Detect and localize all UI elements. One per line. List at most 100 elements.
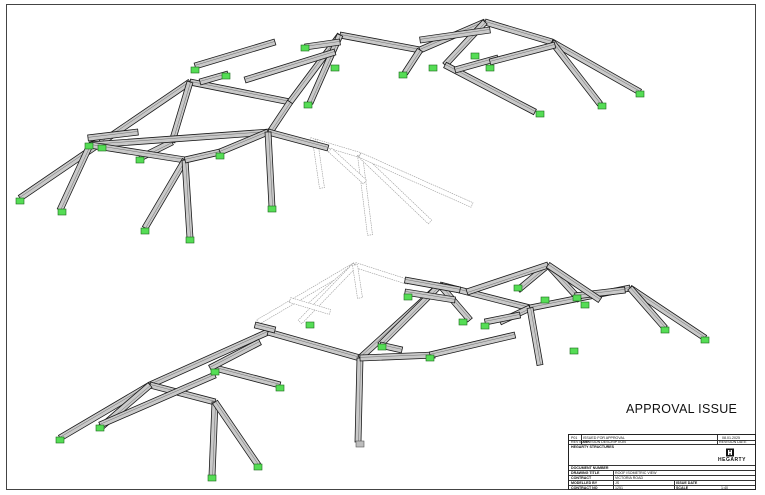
steel-beam (193, 38, 277, 70)
beam-flange-line (150, 384, 216, 402)
beam-flange-line (359, 354, 435, 358)
ghost-member (312, 139, 325, 189)
base-plate (425, 354, 435, 362)
revision-header-row (569, 440, 755, 445)
revision-date-header: REVISION DATE (719, 440, 747, 445)
base-plate (215, 152, 225, 160)
steel-beam (627, 285, 668, 331)
grid-line (569, 470, 755, 471)
ghost-member (358, 152, 474, 208)
base-plate (398, 71, 408, 79)
base-plate (305, 321, 315, 329)
base-plate (253, 463, 263, 471)
beam-flange-line (219, 131, 268, 152)
contract-number: 1251 (615, 485, 623, 490)
beam-flange-line (419, 29, 490, 40)
beam-flange-line (190, 81, 291, 102)
beam-flange-line (574, 289, 625, 296)
base-plate (207, 474, 217, 482)
beam-flange-line (484, 314, 520, 322)
beam-flange-line (19, 81, 190, 198)
base-plate (635, 90, 645, 98)
ghost-member (256, 262, 357, 325)
base-plate (15, 197, 25, 205)
base-plate (140, 227, 150, 235)
contract-number-label: CONTRACT NO (571, 485, 598, 490)
base-plate (95, 424, 105, 432)
steel-beam (453, 54, 500, 74)
beam-flange-line (304, 41, 340, 47)
beam-flange-line (445, 64, 536, 112)
logo-mark (726, 448, 734, 457)
base-plate (135, 156, 145, 164)
beam-flange-line (89, 131, 270, 145)
beam-flange-line (255, 324, 276, 330)
beam-flange-line (268, 131, 329, 148)
steel-beam (443, 61, 537, 116)
base-plate (700, 336, 710, 344)
beam-flange-line (310, 35, 341, 104)
sheet-border (6, 4, 756, 490)
logo-text: HEGARTY (718, 456, 746, 463)
beam-flange-line (212, 402, 216, 477)
base-plate (480, 322, 490, 330)
beam-flange-line (358, 358, 361, 443)
title-block: P01 ISSUED FOR APPROVAL 08.01.2025 REV M… (568, 434, 756, 490)
steel-beam (87, 128, 139, 142)
ghost-member (308, 137, 362, 158)
base-plate (572, 294, 582, 302)
beam-flange-line (215, 401, 259, 465)
revision-date: 08.01.2025 (722, 435, 740, 440)
beam-flange-line (209, 341, 260, 368)
base-plate (580, 301, 590, 309)
revision-mark-header: REV MARK (571, 440, 590, 445)
revision-mark: P01 (571, 435, 578, 440)
grid-line (569, 485, 755, 486)
beam-flange-line (215, 367, 281, 385)
beam-flange-line (268, 331, 361, 358)
rev-date-divider (717, 435, 718, 444)
grid-line (569, 480, 755, 481)
steel-beam (526, 307, 544, 366)
steel-beam (208, 338, 262, 372)
beam-flange-line (405, 291, 456, 300)
scale-value: 1:40 (721, 485, 728, 490)
issue-divider (674, 480, 675, 489)
steel-beam (253, 321, 277, 334)
steel-beam (483, 18, 554, 46)
beam-flange-line (99, 374, 215, 425)
base-plate (55, 436, 65, 444)
steel-beam (483, 311, 522, 326)
beam-flange-line (149, 331, 268, 385)
label-divider (613, 470, 614, 489)
grid-line (569, 475, 755, 476)
base-plate (190, 66, 200, 74)
steel-beam (488, 41, 557, 66)
beam-flange-line (405, 279, 461, 290)
steel-beam (198, 70, 230, 86)
document-number-label: DOCUMENT NUMBER (571, 465, 609, 470)
contract-name: VICTORIA ROAD (615, 475, 644, 480)
beam-flange-line (194, 41, 275, 66)
beam-flange-line (145, 160, 186, 229)
beam-flange-line (548, 264, 601, 300)
company-name: HEGARTY STRUCTURES (571, 445, 615, 449)
base-plate (569, 347, 579, 355)
beam-flange-line (405, 50, 421, 74)
grid-top (569, 465, 755, 466)
beam-flange-line (172, 82, 191, 143)
base-plate (403, 293, 413, 301)
beam-flange-line (340, 34, 421, 50)
base-plate (540, 296, 550, 304)
revision-row (569, 435, 755, 441)
steel-beam (148, 381, 217, 406)
beam-flange-line (552, 41, 601, 104)
beam-flange-line (87, 131, 138, 138)
beam-flange-line (630, 287, 666, 328)
beam-flange-line (59, 384, 150, 438)
base-plate (303, 101, 313, 109)
base-plate (513, 284, 523, 292)
contract-label: CONTRACT (571, 475, 592, 480)
issue-date-label: ISSUE DATE (676, 480, 698, 485)
